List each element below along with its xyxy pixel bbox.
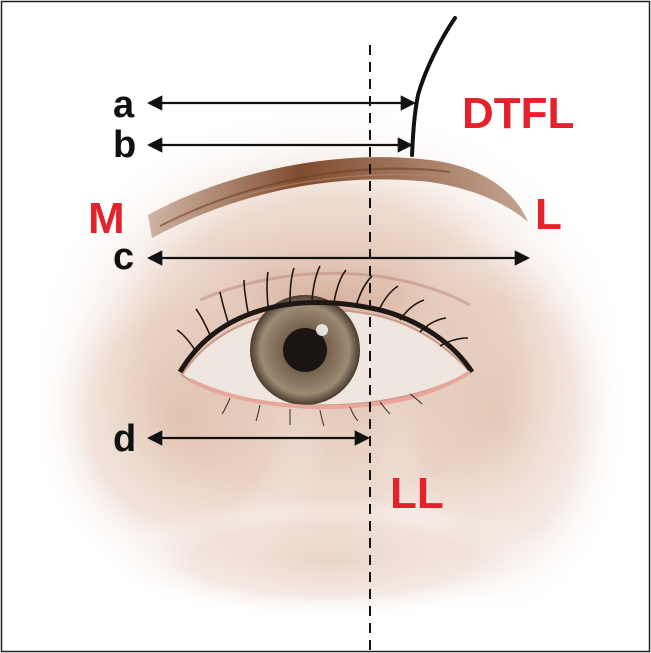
label-b: b: [113, 126, 136, 164]
label-c: c: [113, 238, 134, 276]
label-dtfl: DTFL: [462, 92, 574, 136]
eye-highlight: [316, 324, 328, 336]
label-a: a: [113, 86, 134, 124]
label-ll: LL: [390, 472, 444, 516]
label-m: M: [88, 197, 125, 241]
label-d: d: [113, 420, 136, 458]
label-l: L: [535, 193, 562, 237]
